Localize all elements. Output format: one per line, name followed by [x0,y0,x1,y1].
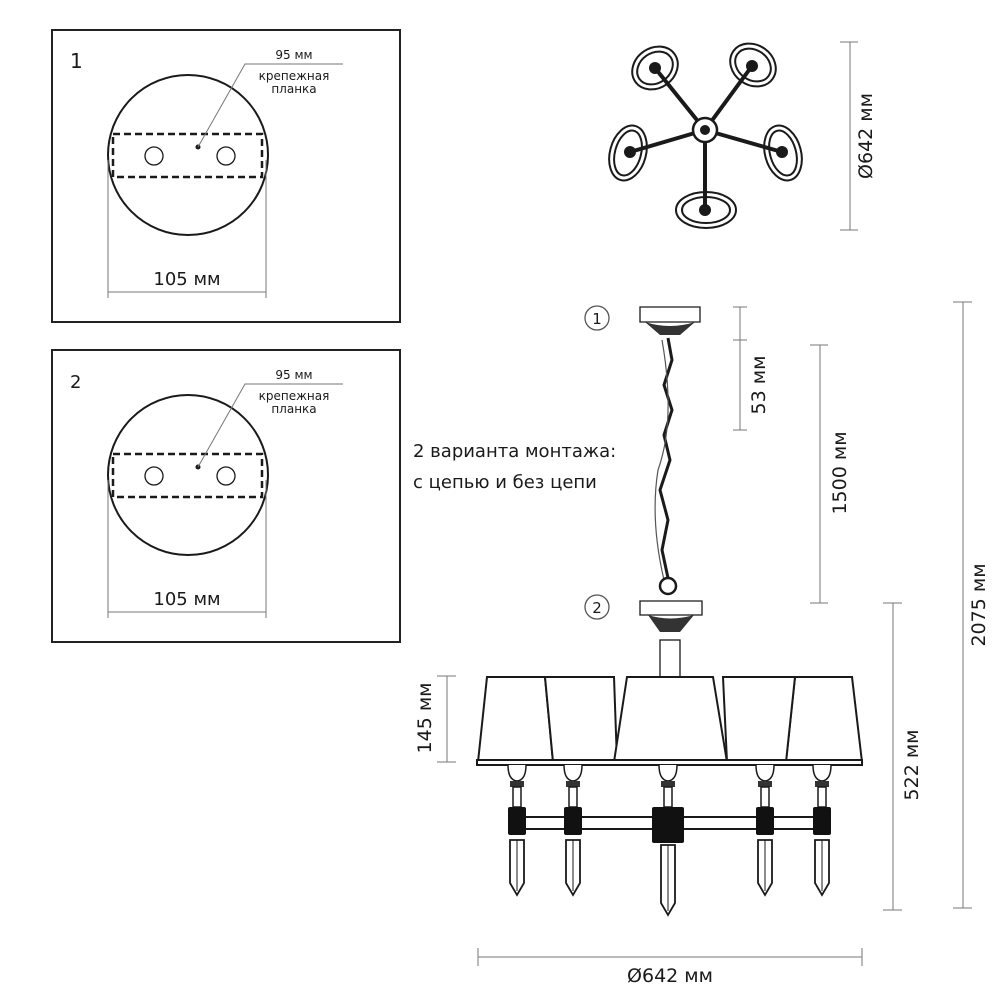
candle-collar [510,781,524,787]
screw-hole [144,466,164,486]
diameter-label: 105 мм [153,269,220,290]
mounting-plate-panel-1: 1 95 мм крепежная планка 105 мм [51,29,401,323]
candle-collar [815,781,829,787]
wire [654,339,669,581]
plate-label-line1: крепежная [259,69,330,83]
leader-line [197,383,343,468]
marker-1-circle [584,305,610,331]
canopy-height-label: 53 мм [748,356,770,415]
body-canopy [639,600,703,616]
candle-sleeve [508,807,526,835]
body-height-dimension [883,602,902,911]
top-diameter-label: Ø642 мм [855,93,877,179]
side-diameter-dimension [477,948,863,966]
side-diameter-label: Ø642 мм [627,965,713,987]
top-view: Ø642 мм [608,41,877,231]
candle-stem [512,786,522,808]
lamp-shade [476,676,555,763]
top-view-hubs [624,60,788,216]
screw-hole [216,466,236,486]
panel-frame [51,29,401,323]
center-rod [659,639,681,678]
candle-sleeve [564,807,582,835]
dimension-line [107,480,267,618]
candle-collar [661,781,675,787]
dimension-line [107,160,267,298]
top-view-center-dot [700,125,710,135]
candle-cup [658,764,678,782]
candle-sleeve [756,807,774,835]
chain [658,337,674,579]
canopy-circle [107,74,269,236]
marker-1-label: 1 [592,310,602,328]
body-height-label: 522 мм [901,730,923,801]
candle-arms [507,764,832,917]
plate-label-line2: планка [271,402,316,416]
diameter-label: 105 мм [153,589,220,610]
mount-note-line1: 2 варианта монтажа: [413,441,616,462]
body-canopy-base [648,615,694,632]
plate-width-label: 95 мм [275,368,312,382]
chain-length-label: 1500 мм [829,431,851,514]
panel-number: 1 [70,49,83,73]
lamp-shades [476,676,864,766]
candle-stem [817,786,827,808]
plate-width-label: 95 мм [275,48,312,62]
marker-2-label: 2 [592,599,602,617]
chain-length-dimension [810,344,828,604]
candle-stem [568,786,578,808]
candle-sleeve [652,807,684,843]
side-view: 1 2 2 варианта монтажа: с цепью и без це… [413,301,990,987]
candle-cup [755,764,775,782]
lamp-shade [543,676,619,763]
ceiling-canopy [639,306,701,323]
top-diameter-dimension-line [840,41,858,231]
mounting-bar-outline [111,132,264,179]
canopy-height-dimension [733,306,747,431]
top-view-shades [608,42,803,229]
lamp-shade [612,676,729,763]
shade-height-dimension [437,675,456,763]
mounting-plate-panel-2: 2 95 мм крепежная планка 105 мм [51,349,401,643]
lamp-shade [784,676,864,763]
total-height-dimension [953,301,972,909]
plate-label-line1: крепежная [259,389,330,403]
candle-stem [760,786,770,808]
screw-hole [216,146,236,166]
shade-trim [476,759,863,766]
mount-note-line2: с цепью и без цепи [413,472,597,493]
plate-label-line2: планка [271,82,316,96]
leader-line [197,63,343,148]
candle-cup [812,764,832,782]
candle-stem [663,786,673,808]
total-height-label: 2075 мм [968,563,990,646]
panel-number: 2 [70,372,81,393]
shade-height-label: 145 мм [414,683,436,754]
panel-frame [51,349,401,643]
canopy-circle [107,394,269,556]
mounting-bar-outline [111,452,264,499]
screw-hole [144,146,164,166]
candle-sleeves [508,807,831,843]
candle-cup [563,764,583,782]
canopy-base [645,322,695,335]
lamp-shade [721,676,797,763]
chain-ring [658,576,678,596]
candle-sleeve [813,807,831,835]
marker-2-circle [584,594,610,620]
candle-cup [507,764,527,782]
candle-collar [758,781,772,787]
candle-collar [566,781,580,787]
